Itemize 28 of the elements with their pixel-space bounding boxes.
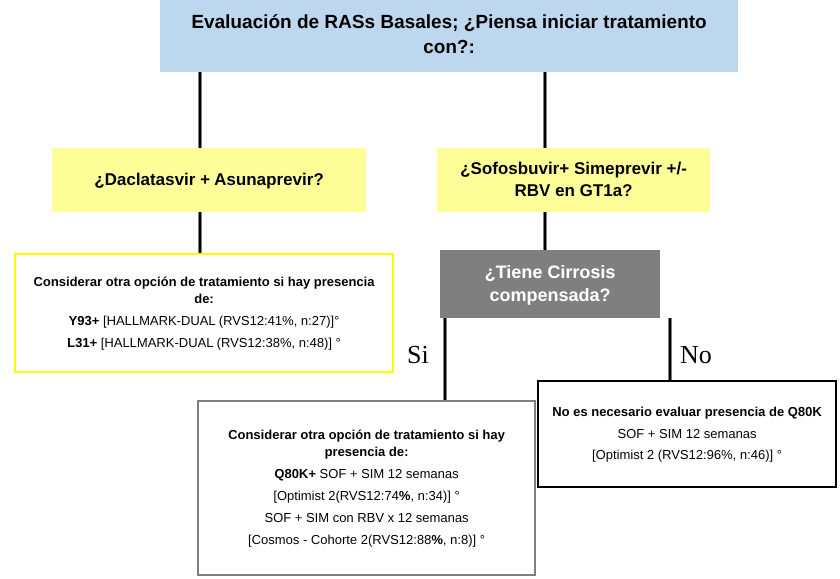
box-heading: Considerar otra opción de tratamiento si hay presencia de:	[32, 274, 376, 308]
question-box	[437, 148, 710, 212]
box-text: SOF + SIM 12 semanas	[617, 426, 757, 442]
box-text: L31+ [HALLMARK-DUAL (RVS12:38%, n:48)] °	[67, 334, 341, 352]
box-heading: No es necesario evaluar presencia de Q80K	[552, 404, 822, 421]
box-text: [Optimist 2(RVS12:74%, n:34)] °	[273, 488, 460, 505]
box-title: Evaluación de RASs Basales; ¿Piensa iniciar tratamiento con?:	[190, 11, 708, 60]
box-title: ¿Daclatasvir + Asunaprevir?	[94, 168, 324, 191]
connector-line	[544, 72, 546, 148]
result-box	[197, 400, 536, 576]
decision-box	[440, 250, 660, 318]
question-box	[52, 148, 366, 212]
box-heading: Considerar otra opción de tratamiento si hay presencia de:	[227, 427, 506, 462]
title-box	[160, 0, 738, 72]
box-text: Y93+ [HALLMARK-DUAL (RVS12:41%, n:27)]°	[68, 313, 340, 330]
box-title: ¿Tiene Cirrosis compensada?	[484, 260, 616, 307]
connector-line	[198, 72, 202, 148]
box-text: Q80K+ SOF + SIM 12 semanas	[274, 466, 459, 483]
connector-line	[544, 212, 546, 250]
connector-line	[444, 318, 446, 400]
box-title: ¿Sofosbuvir+ Simeprevir +/- RBV en GT1a?	[459, 158, 688, 202]
box-text: [Optimist 2 (RVS12:96%, n:46)] °	[592, 447, 782, 464]
box-text: SOF + SIM con RBV x 12 semanas	[264, 510, 469, 527]
box-text: [Cosmos - Cohorte 2(RVS12:88%, n:8)] °	[248, 532, 485, 549]
result-box	[537, 380, 837, 488]
result-box	[14, 253, 394, 373]
connector-line	[668, 318, 672, 380]
connector-line	[198, 212, 202, 253]
